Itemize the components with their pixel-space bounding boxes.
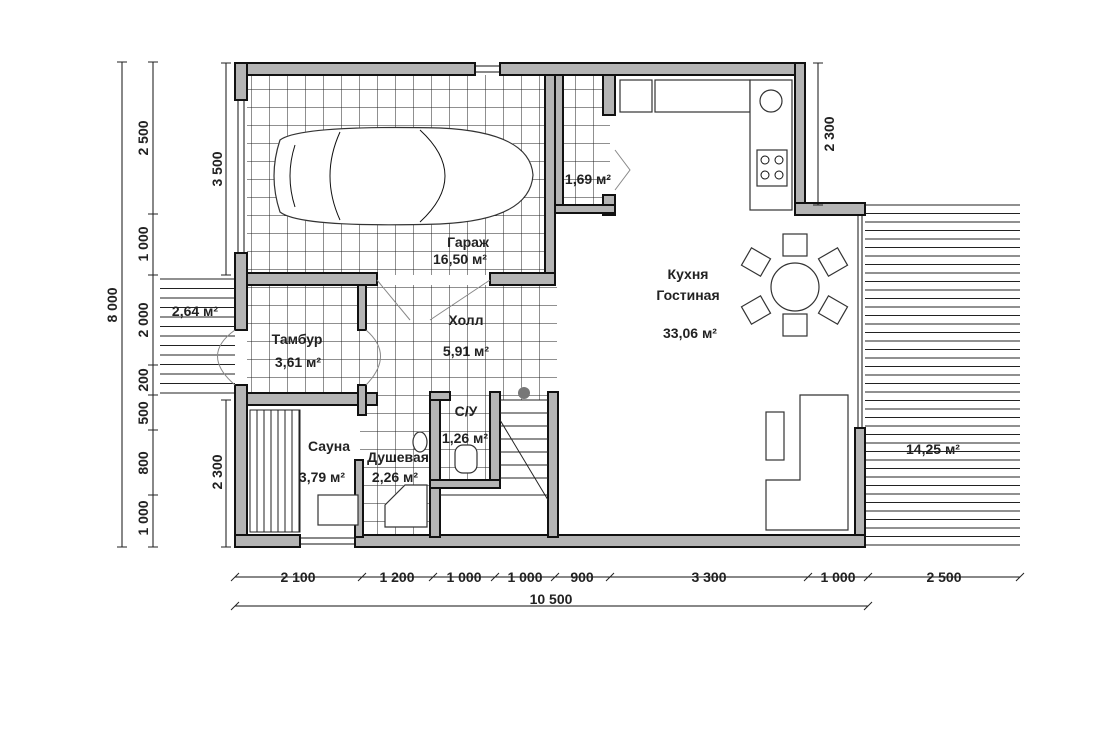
dim-left-7: 1 000 [135, 500, 151, 535]
kitchen-area: 33,06 м² [663, 325, 717, 341]
vestibule-name: Тамбур [272, 331, 323, 347]
dim-tick [863, 572, 873, 582]
dim-tick [490, 572, 500, 582]
terrace-area: 14,25 м² [906, 441, 960, 457]
porch-area: 2,64 м² [172, 303, 218, 319]
dim-tick [230, 572, 240, 582]
dim-bottom-3: 1 000 [446, 569, 481, 585]
dim-bottom-total: 10 500 [530, 591, 573, 607]
windows [237, 65, 863, 545]
dim-tick [803, 572, 813, 582]
dim-bottom-6: 3 300 [691, 569, 726, 585]
hall-name: Холл [448, 312, 483, 328]
shower-area: 2,26 м² [372, 469, 418, 485]
dim-left-4: 200 [135, 368, 151, 392]
dim-left-1: 2 500 [135, 120, 151, 155]
sofa [765, 394, 849, 531]
wc-name: С/У [455, 403, 478, 419]
dim-bottom-8: 2 500 [926, 569, 961, 585]
dim-bottom-2: 1 200 [379, 569, 414, 585]
stairs [440, 399, 549, 501]
stair-post [518, 387, 530, 399]
dim-left-total: 8 000 [104, 287, 120, 322]
walls [234, 62, 866, 548]
shower-name: Душевая [367, 449, 429, 465]
dining-table [740, 233, 849, 337]
dimension-labels: 2 100 1 200 1 000 1 000 900 3 300 1 000 … [104, 116, 962, 607]
dim-tick [550, 572, 560, 582]
kitchen-name: Кухня [668, 266, 709, 282]
dim-bottom-4: 1 000 [507, 569, 542, 585]
garage-name: Гараж [447, 234, 490, 250]
dim-bottom-7: 1 000 [820, 569, 855, 585]
dim-left-2: 1 000 [135, 226, 151, 261]
car-icon [273, 126, 534, 226]
doors [217, 149, 631, 386]
kitchen-counter [619, 79, 793, 211]
hall-area: 5,91 м² [443, 343, 489, 359]
dim-tick [357, 572, 367, 582]
sauna-bench [249, 409, 301, 533]
dim-right-top: 2 300 [821, 116, 837, 151]
dim-left-inner-top: 3 500 [209, 151, 225, 186]
dim-left-5: 500 [135, 401, 151, 425]
room-labels: Гараж 16,50 м² 1,69 м² Кухня Гостиная 33… [172, 171, 960, 485]
dimension-lines [117, 61, 1025, 611]
dim-tick [428, 572, 438, 582]
dim-bottom-1: 2 100 [280, 569, 315, 585]
garage-area: 16,50 м² [433, 251, 487, 267]
shower-tray [384, 484, 428, 528]
porch-hatch [160, 278, 235, 394]
terrace-hatch [865, 204, 1020, 546]
dim-tick [230, 601, 240, 611]
living-name: Гостиная [656, 287, 719, 303]
vestibule-area: 3,61 м² [275, 354, 321, 370]
closet-area: 1,69 м² [565, 171, 611, 187]
sauna-name: Сауна [308, 438, 350, 454]
wc-area: 1,26 м² [442, 430, 488, 446]
dim-left-6: 800 [135, 451, 151, 475]
dim-tick [605, 572, 615, 582]
dim-tick [1015, 572, 1025, 582]
dim-left-inner-bottom: 2 300 [209, 454, 225, 489]
dim-bottom-5: 900 [570, 569, 594, 585]
sauna-stove [317, 494, 359, 526]
dim-tick [863, 601, 873, 611]
toilet-icon [454, 444, 478, 474]
sauna-area: 3,79 м² [299, 469, 345, 485]
dim-left-3: 2 000 [135, 302, 151, 337]
stair-direction [499, 419, 549, 501]
washbasin [412, 431, 428, 453]
